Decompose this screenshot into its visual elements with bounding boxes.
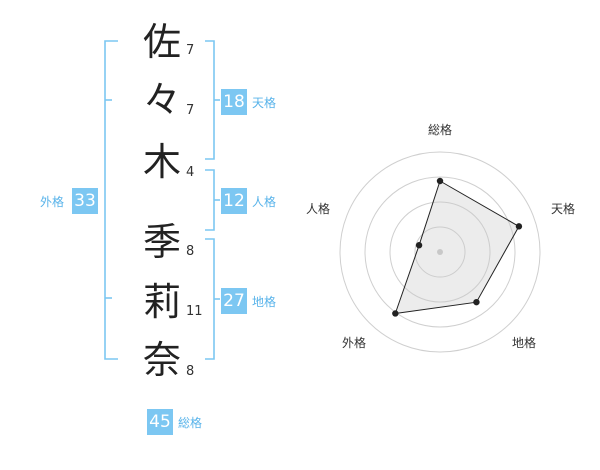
chikaku-label: 地格 xyxy=(252,295,277,309)
radar-axis-label-tenkaku: 天格 xyxy=(550,202,575,216)
name-char-5: 莉 xyxy=(142,280,181,324)
radar-center-dot xyxy=(437,249,443,255)
radar-ring-4 xyxy=(339,151,541,353)
chikaku-value-badge: 27 xyxy=(221,288,247,314)
gaikaku-value-badge: 33 xyxy=(72,188,98,214)
radar-axis-label-jinkaku: 人格 xyxy=(305,202,330,216)
name-char-6: 奈 xyxy=(142,338,181,382)
radar-axis-label-chikaku: 地格 xyxy=(511,336,536,350)
stroke-count-3: 4 xyxy=(186,165,195,180)
tenkaku-label: 天格 xyxy=(252,96,277,110)
radar-point-2 xyxy=(515,223,523,230)
name-char-1: 佐 xyxy=(142,20,181,64)
stroke-count-2: 7 xyxy=(186,103,195,118)
stroke-count-1: 7 xyxy=(186,43,195,58)
jinkaku-value-badge: 12 xyxy=(221,188,247,214)
radar-point-5 xyxy=(415,242,423,249)
radar-ring-2 xyxy=(389,201,491,303)
radar-axis-label-soukaku: 総格 xyxy=(427,123,452,137)
soukaku-label: 総格 xyxy=(178,416,203,430)
stroke-count-4: 8 xyxy=(186,244,195,259)
radar-polygon xyxy=(394,180,520,315)
radar-point-4 xyxy=(392,310,399,317)
radar-chart xyxy=(339,151,541,353)
gaikaku-bracket xyxy=(104,40,118,360)
radar-ring-3 xyxy=(364,176,516,328)
tenkaku-value-badge: 18 xyxy=(221,89,247,115)
chikaku-bracket xyxy=(205,238,215,360)
stroke-count-5: 11 xyxy=(186,304,203,319)
name-char-4: 季 xyxy=(142,220,181,264)
soukaku-value-badge: 45 xyxy=(147,409,173,435)
jinkaku-label: 人格 xyxy=(252,195,277,209)
jinkaku-bracket xyxy=(205,169,215,231)
tenkaku-bracket xyxy=(205,40,215,160)
name-char-2: 々 xyxy=(142,78,181,122)
radar-ring-1 xyxy=(414,226,466,278)
gaikaku-label: 外格 xyxy=(40,195,65,209)
radar-axis-label-gaikaku: 外格 xyxy=(341,336,366,350)
name-char-3: 木 xyxy=(142,140,181,184)
radar-point-3 xyxy=(473,298,480,306)
radar-point-1 xyxy=(436,177,444,185)
stroke-count-6: 8 xyxy=(186,364,195,379)
